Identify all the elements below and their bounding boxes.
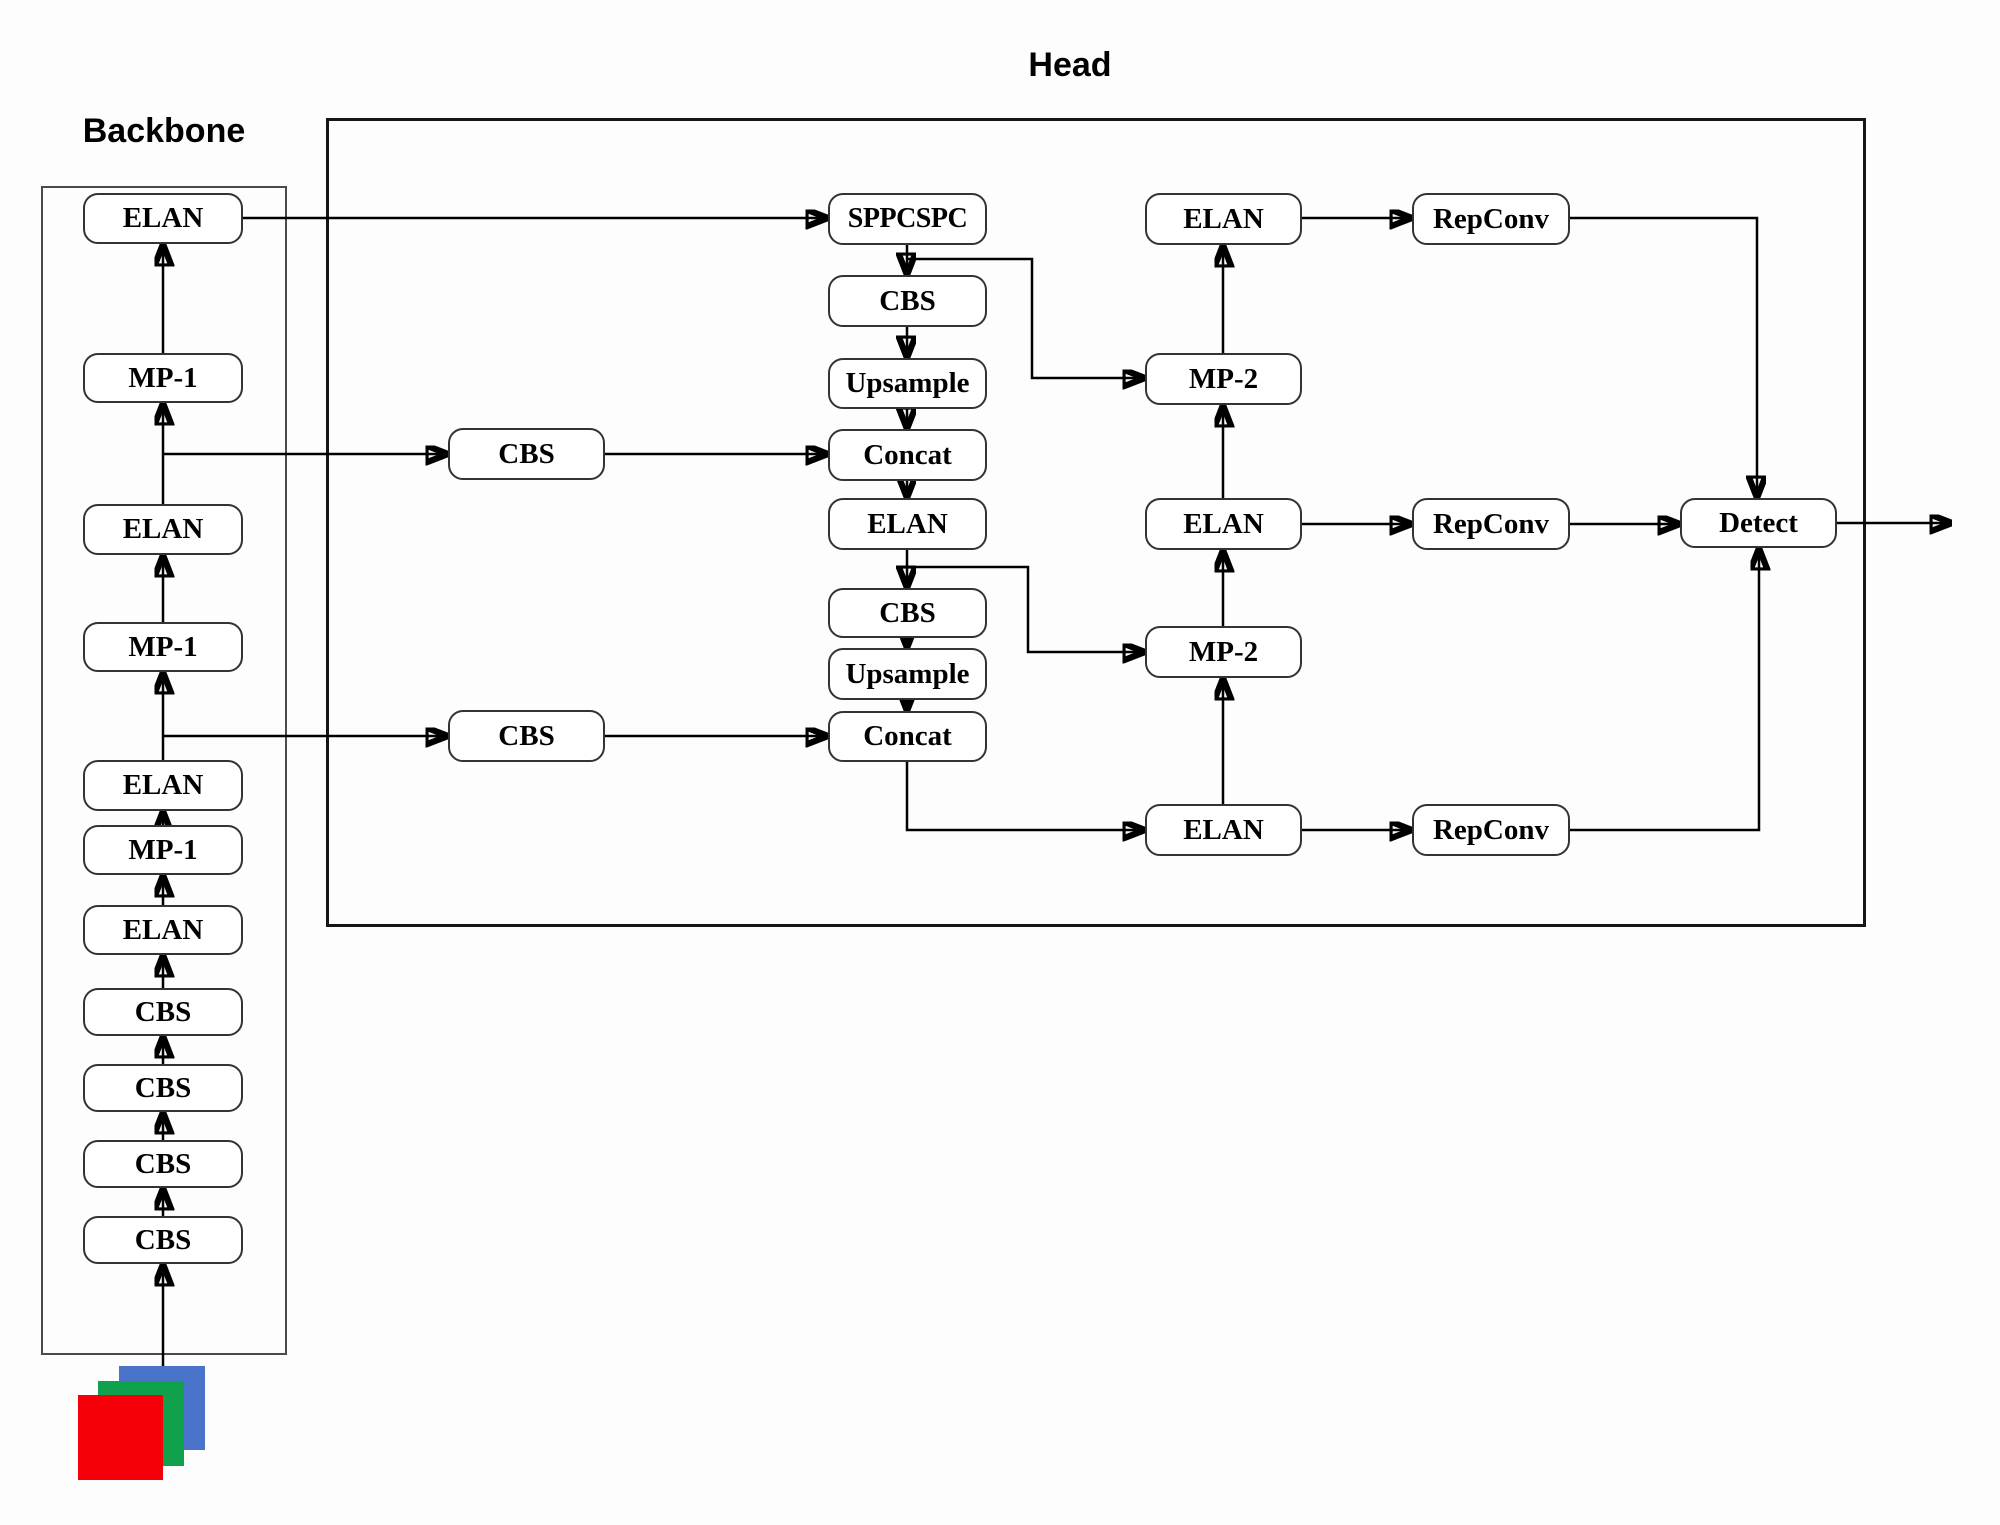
backbone-node-elan-1: ELAN	[83, 193, 243, 244]
backbone-node-cbs-3: CBS	[83, 1140, 243, 1188]
edge-concat2-elanr3	[905, 762, 1143, 830]
head-node-repconv-1: RepConv	[1412, 193, 1570, 245]
head-node-cbs-lateral-1: CBS	[448, 428, 605, 480]
head-node-mp2-1: MP-2	[1145, 353, 1302, 405]
backbone-node-cbs-1: CBS	[83, 988, 243, 1036]
head-node-upsample-1: Upsample	[828, 358, 987, 409]
head-node-cbs-lateral-2: CBS	[448, 710, 605, 762]
head-node-elan-r3: ELAN	[1145, 804, 1302, 856]
head-node-concat-2: Concat	[828, 711, 987, 762]
head-node-cbs-m2: CBS	[828, 588, 987, 638]
edge-repconv3-detect	[1570, 550, 1759, 832]
backbone-node-elan-3: ELAN	[83, 760, 243, 811]
head-node-elan-r1: ELAN	[1145, 193, 1302, 245]
backbone-node-cbs-2: CBS	[83, 1064, 243, 1112]
backbone-title: Backbone	[82, 112, 246, 150]
backbone-node-elan-2: ELAN	[83, 504, 243, 555]
backbone-node-cbs-4: CBS	[83, 1216, 243, 1264]
head-node-repconv-2: RepConv	[1412, 498, 1570, 550]
edge-repconv1-detect	[1570, 216, 1757, 496]
head-node-upsample-2: Upsample	[828, 648, 987, 700]
head-node-detect: Detect	[1680, 498, 1837, 548]
edge-sppcspc-mp2a	[907, 257, 1143, 378]
backbone-node-mp1-2: MP-1	[83, 622, 243, 672]
head-node-cbs-m1: CBS	[828, 275, 987, 327]
head-node-concat-1: Concat	[828, 429, 987, 481]
head-node-elan-r2: ELAN	[1145, 498, 1302, 550]
head-node-mp2-2: MP-2	[1145, 626, 1302, 678]
head-node-elan-m: ELAN	[828, 498, 987, 550]
edge-elanm-mp2b	[907, 565, 1143, 652]
backbone-node-elan-4: ELAN	[83, 905, 243, 955]
input-image-red-layer	[78, 1395, 163, 1480]
backbone-node-mp1-1: MP-1	[83, 353, 243, 403]
head-node-sppcspc: SPPCSPC	[828, 193, 987, 245]
head-title: Head	[1028, 46, 1112, 84]
backbone-node-mp1-3: MP-1	[83, 825, 243, 875]
head-node-repconv-3: RepConv	[1412, 804, 1570, 856]
